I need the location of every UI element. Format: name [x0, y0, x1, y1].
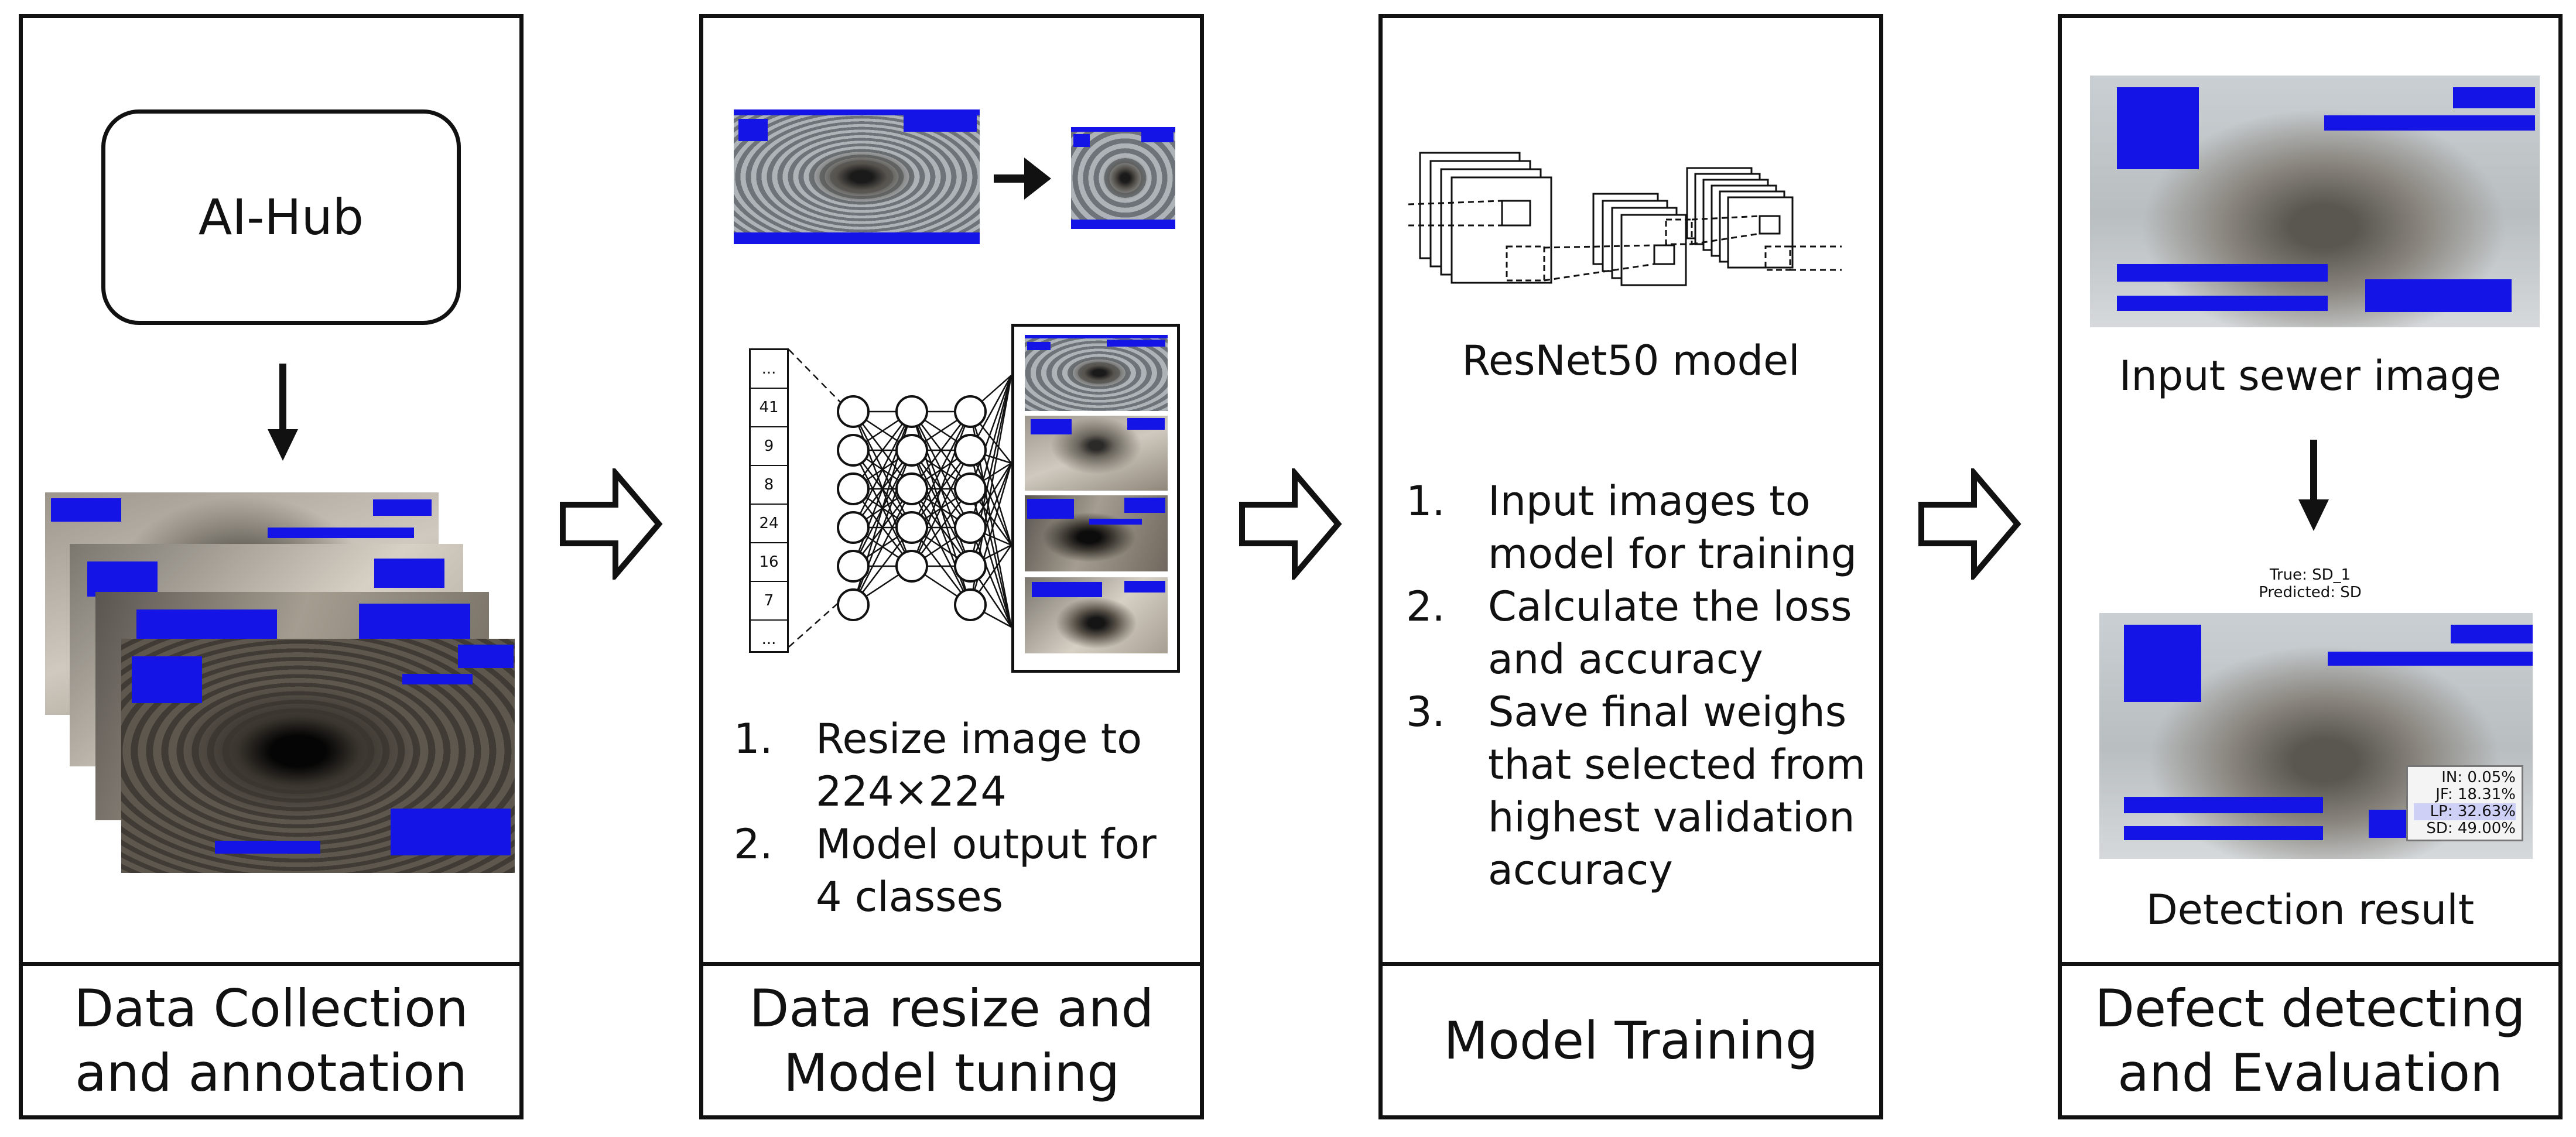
down-arrow-icon	[2298, 440, 2329, 531]
step-number: 1.	[734, 715, 773, 763]
step-text: Input images to model for training	[1488, 477, 1857, 578]
vector-cell: ...	[751, 350, 787, 389]
flow-arrow-icon	[560, 468, 663, 580]
probability-legend: IN: 0.05% JF: 18.31% LP: 32.63% SD: 49.0…	[2406, 765, 2523, 841]
panel-model-training: ResNet50 model 1. Input images to model …	[1378, 14, 1883, 1119]
vector-cell: 9	[751, 427, 787, 466]
network-node	[954, 550, 987, 583]
step-item: 1. Input images to model for training	[1406, 475, 1874, 580]
probability-item: IN: 0.05%	[2441, 769, 2516, 786]
training-steps: 1. Input images to model for training 2.…	[1406, 475, 1874, 896]
ai-hub-box: AI-Hub	[101, 109, 461, 325]
step-number: 2.	[734, 820, 773, 868]
original-image	[734, 109, 980, 244]
step-text: Calculate the loss and accuracy	[1488, 583, 1852, 683]
network-connection	[852, 488, 913, 605]
network-connection	[969, 463, 1012, 605]
network-node	[954, 434, 987, 467]
flow-arrow-icon	[1239, 468, 1342, 580]
network-node	[895, 511, 928, 544]
step-item: 2. Calculate the loss and accuracy	[1406, 580, 1874, 686]
detection-result-label: Detection result	[2146, 886, 2475, 934]
panel-caption: Data Collection and annotation	[23, 962, 519, 1115]
model-label: ResNet50 model	[1462, 337, 1800, 385]
resize-steps: 1. Resize image to 224×224 2. Model outp…	[734, 713, 1190, 923]
network-node	[895, 434, 928, 467]
vector-cell: 16	[751, 543, 787, 582]
network-connection	[969, 488, 1012, 628]
resized-image	[1071, 127, 1175, 229]
step-item: 1. Resize image to 224×224	[734, 713, 1190, 818]
network-node	[954, 472, 987, 505]
vector-cell: 7	[751, 582, 787, 621]
probability-item: JF: 18.31%	[2435, 786, 2516, 803]
network-node	[837, 472, 870, 505]
network-node	[895, 395, 928, 428]
network-node	[895, 472, 928, 505]
right-arrow-icon	[994, 157, 1051, 200]
step-item: 2. Model output for 4 classes	[734, 818, 1190, 923]
panel-data-collection: AI-Hub Data Collection and annotation	[19, 14, 524, 1119]
network-node	[837, 395, 870, 428]
class-image-4	[1025, 577, 1168, 653]
step-number: 3.	[1406, 688, 1445, 736]
network-connection	[969, 463, 1012, 567]
down-arrow-icon	[268, 364, 298, 461]
step-item: 3. Save final weighs that selected from …	[1406, 686, 1874, 896]
class-image-2	[1025, 416, 1168, 491]
panel-caption: Defect detecting and Evaluation	[2062, 962, 2558, 1115]
network-connection	[911, 411, 971, 528]
input-vector: ... 41 9 8 24 16 7 ...	[749, 348, 789, 653]
network-node	[837, 511, 870, 544]
step-number: 1.	[1406, 477, 1445, 525]
network-node	[895, 550, 928, 583]
network-connection	[969, 527, 1012, 628]
ai-hub-label: AI-Hub	[198, 189, 364, 246]
network-connection	[969, 411, 1012, 546]
network-node	[954, 511, 987, 544]
vector-cell: ...	[761, 631, 776, 648]
step-number: 2.	[1406, 583, 1445, 631]
input-image-label: Input sewer image	[2119, 352, 2502, 400]
input-sewer-image	[2090, 76, 2540, 327]
output-class-panel	[1011, 324, 1180, 673]
network-node	[954, 395, 987, 428]
network-connection	[852, 411, 913, 528]
neural-network-diagram	[788, 349, 1012, 648]
network-node	[837, 434, 870, 467]
flow-arrow-icon	[1918, 468, 2021, 580]
panel-defect-detecting: Input sewer image True: SD_1 Predicted: …	[2058, 14, 2563, 1119]
network-node	[954, 588, 987, 621]
step-text: Resize image to 224×224	[816, 715, 1142, 816]
step-text: Save final weighs that selected from hig…	[1488, 688, 1866, 894]
network-node	[837, 550, 870, 583]
network-connection	[969, 375, 1012, 489]
network-connection	[911, 450, 971, 567]
panel-caption: Model Training	[1383, 962, 1879, 1115]
panel-caption: Data resize and Model tuning	[703, 962, 1200, 1115]
sewer-photo-stack-4	[121, 639, 515, 873]
network-node	[837, 588, 870, 621]
vector-cell: 24	[751, 505, 787, 543]
probability-item: SD: 49.00%	[2426, 820, 2516, 837]
panel-data-resize: ... 41 9 8 24 16 7 ...	[699, 14, 1204, 1119]
probability-item-highlighted: LP: 32.63%	[2414, 803, 2516, 820]
network-connection	[969, 450, 1012, 546]
resnet-architecture-icon	[1408, 152, 1842, 286]
class-image-3	[1025, 495, 1168, 571]
class-image-1	[1025, 335, 1168, 411]
vector-cell: 41	[751, 389, 787, 427]
result-title: True: SD_1 Predicted: SD	[2259, 566, 2362, 601]
vector-cell: 8	[751, 466, 787, 505]
step-text: Model output for 4 classes	[816, 820, 1157, 921]
